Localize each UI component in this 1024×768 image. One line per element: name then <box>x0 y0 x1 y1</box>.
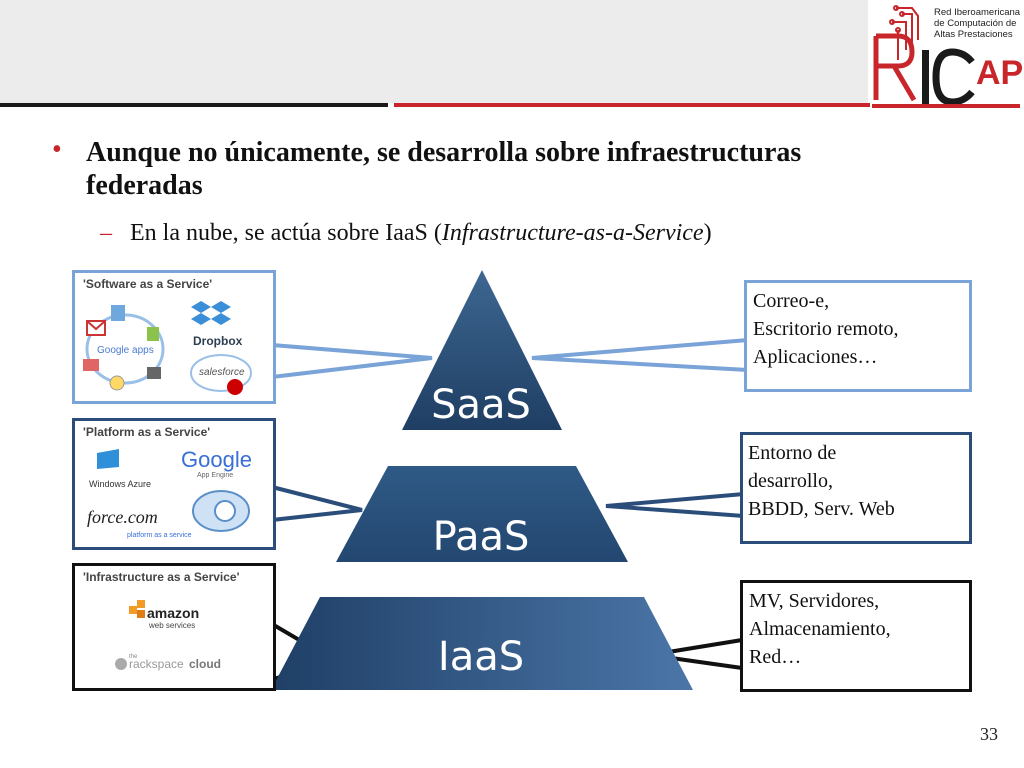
iaas-logos: amazon web services the rackspace cloud <box>115 600 221 671</box>
desc-iaas-line-2: Almacenamiento, <box>749 618 891 640</box>
panel-saas: 'Software as a Service' Google apps Drop… <box>72 270 276 404</box>
desc-iaas: MV, Servidores, Almacenamiento, Red… <box>740 580 972 692</box>
panel-paas-title: 'Platform as a Service' <box>83 425 211 439</box>
bullet-marker: • <box>52 134 62 165</box>
connector-saas-left <box>271 343 433 379</box>
logo-web-services: web services <box>148 621 195 630</box>
no-software-icon <box>227 379 243 395</box>
page-number: 33 <box>980 724 998 744</box>
connector-saas-right <box>531 338 749 372</box>
tier-label-paas: PaaS <box>433 514 530 560</box>
saas-logos: Google apps Dropbox salesforce <box>83 301 252 395</box>
logo-platform-as-a-service: platform as a service <box>127 532 192 539</box>
desc-paas-line-3: BBDD, Serv. Web <box>748 498 895 520</box>
ricap-logo: AP <box>868 0 1024 110</box>
calendar-icon <box>83 359 99 371</box>
header-rule-black <box>0 103 388 107</box>
pyramid-tier-iaas <box>271 597 693 690</box>
tier-label-saas: SaaS <box>431 382 531 428</box>
video-icon <box>147 367 161 379</box>
sub-bullet-prefix: En la nube, se actúa sobre IaaS ( <box>130 220 442 246</box>
desc-iaas-line-3: Red… <box>749 646 802 668</box>
desc-saas-line-2: Escritorio remoto, <box>753 318 899 340</box>
aws-cube-icon <box>129 606 137 614</box>
sub-bullet-text: En la nube, se actúa sobre IaaS (Infrast… <box>130 220 712 247</box>
bullet-text: Aunque no únicamente, se desarrolla sobr… <box>86 137 802 201</box>
dropbox-icon <box>191 301 231 325</box>
logo-ap: AP <box>976 54 1024 92</box>
sub-bullet-suffix: ) <box>703 220 712 246</box>
logo-line-2: de Computación de <box>934 18 1017 29</box>
logo-force-com: force.com <box>87 507 158 527</box>
talk-icon <box>109 375 125 391</box>
docs-icon <box>111 305 125 321</box>
desc-iaas-line-1: MV, Servidores, <box>749 590 880 612</box>
desc-paas-line-2: desarrollo, <box>748 470 833 492</box>
connector-paas-left <box>271 485 363 522</box>
logo-line-3: Altas Prestaciones <box>934 29 1013 40</box>
logo-salesforce: salesforce <box>199 367 245 378</box>
pyramid-tier-saas <box>402 270 562 430</box>
logo-amazon: amazon <box>147 605 199 621</box>
logo-rackspace: rackspace <box>129 657 184 671</box>
logo-app-engine: App Engine <box>197 472 233 479</box>
logo-text: Red Iberoamericana de Computación de Alt… <box>934 7 1020 40</box>
desc-saas: Correo-e, Escritorio remoto, Aplicacione… <box>744 280 972 392</box>
sub-bullet-marker: – <box>100 220 112 246</box>
paas-logos: Windows Azure Google App Engine force.co… <box>87 447 252 539</box>
desc-saas-line-3: Aplicaciones… <box>753 346 878 368</box>
tier-label-iaas: IaaS <box>438 634 524 680</box>
logo-windows-azure: Windows Azure <box>89 479 151 489</box>
desc-saas-line-1: Correo-e, <box>753 290 830 312</box>
header-band <box>0 0 868 103</box>
desc-paas-line-1: Entorno de <box>748 442 837 464</box>
logo-dropbox: Dropbox <box>193 334 243 348</box>
header-rule-red <box>394 103 870 107</box>
panel-saas-title: 'Software as a Service' <box>83 277 213 291</box>
logo-google-apps: Google apps <box>97 345 154 356</box>
panel-paas: 'Platform as a Service' Windows Azure Go… <box>72 418 276 550</box>
logo-cloud: cloud <box>189 657 221 671</box>
panel-iaas: 'Infrastructure as a Service' amazon web… <box>72 563 276 691</box>
logo-line-1: Red Iberoamericana <box>934 7 1021 18</box>
pyramid-tier-paas <box>336 466 628 562</box>
panel-iaas-title: 'Infrastructure as a Service' <box>83 570 240 584</box>
rackspace-icon <box>115 658 127 670</box>
sub-bullet-italic: Infrastructure-as-a-Service <box>441 220 704 246</box>
windows-icon <box>97 449 119 469</box>
desc-paas: Entorno de desarrollo, BBDD, Serv. Web <box>740 432 972 544</box>
logo-google: Google <box>181 447 252 472</box>
connector-paas-right <box>605 492 745 518</box>
logo-the: the <box>129 654 138 660</box>
sites-icon <box>147 327 159 341</box>
